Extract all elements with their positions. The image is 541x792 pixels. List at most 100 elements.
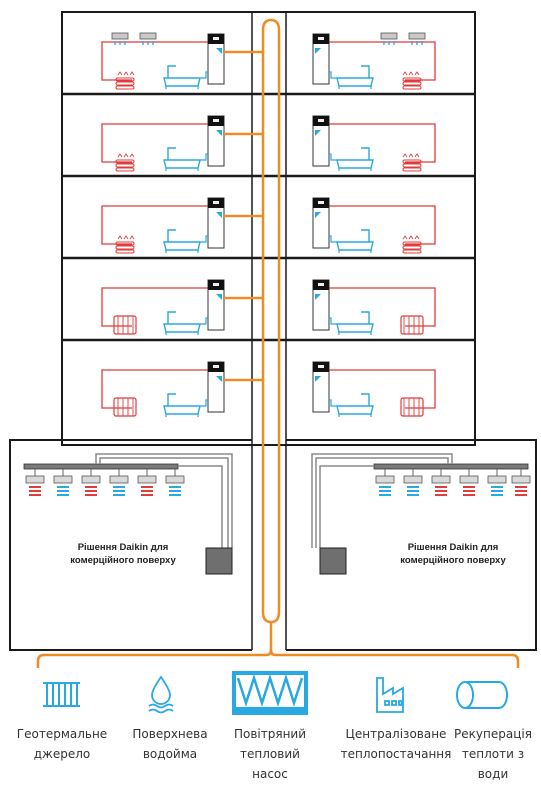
source-label-line: Повітряний <box>233 727 307 741</box>
commercial-floor-right <box>311 453 531 575</box>
cassette-unit-icon <box>25 469 45 496</box>
cassette-unit-icon <box>459 469 479 496</box>
bathtub-icon <box>163 241 201 251</box>
bathtub-icon <box>163 405 201 415</box>
factory-icon <box>376 677 404 713</box>
source-label-line: теплоти з <box>461 747 525 761</box>
cassette-unit-icon <box>53 469 73 496</box>
shower-icon <box>361 65 370 78</box>
residential-floors <box>101 32 436 417</box>
heating-pipe <box>329 123 436 163</box>
underfloor-heating-icon <box>115 71 135 90</box>
underfloor-heating-icon <box>402 71 422 90</box>
shower-icon <box>361 393 370 406</box>
bathtub-icon <box>163 77 201 87</box>
source-label-line: теплопостачання <box>340 747 452 761</box>
heating-pipe <box>101 205 208 245</box>
floor-unit-left <box>101 361 225 417</box>
underfloor-heating-icon <box>402 153 422 172</box>
source-label-line: Рекуперація <box>454 727 532 741</box>
cassette-unit-icon <box>137 469 157 496</box>
cassette-unit-icon <box>165 469 185 496</box>
source-label-district-heating: Централізоване теплопостачання <box>340 724 452 764</box>
heating-pipe <box>101 369 208 409</box>
commercial-label-line: комерційного поверху <box>400 555 506 566</box>
ceiling-cassette-icon <box>408 32 426 45</box>
shower-icon <box>167 393 176 406</box>
radiator-icon <box>113 315 137 335</box>
heating-pipe <box>101 287 208 327</box>
ceiling-cassette-icon <box>111 32 129 45</box>
cassette-unit-icon <box>81 469 101 496</box>
outdoor-unit <box>205 547 233 575</box>
floor-unit-left <box>101 115 225 172</box>
refrigerant-header <box>23 463 179 470</box>
bathtub-icon <box>336 77 374 87</box>
shower-icon <box>167 147 176 160</box>
commercial-label-line: комерційного поверху <box>70 555 176 566</box>
radiator-icon <box>43 682 80 707</box>
cassette-unit-icon <box>375 469 395 496</box>
underfloor-heating-icon <box>402 235 422 254</box>
radiator-icon <box>400 397 424 417</box>
source-label-surface-water: Поверхнева водойма <box>122 724 218 764</box>
source-label-line: тепловий <box>240 747 300 761</box>
source-label-line: Поверхнева <box>132 727 208 741</box>
source-label-water-heat-recovery: Рекуперація теплоти з води <box>448 724 538 784</box>
outdoor-unit <box>319 547 347 575</box>
shower-icon <box>167 229 176 242</box>
cassette-unit-icon <box>403 469 423 496</box>
heating-pipe <box>101 41 208 81</box>
ceiling-cassette-icon <box>139 32 157 45</box>
floor-unit-right <box>312 279 436 335</box>
cassette-unit-icon <box>109 469 129 496</box>
pipe-cylinder-icon <box>456 681 508 709</box>
bathtub-icon <box>163 323 201 333</box>
cassette-units-right <box>375 469 531 496</box>
water-drop-icon <box>148 675 174 714</box>
radiator-icon <box>113 397 137 417</box>
floor-unit-right <box>312 361 436 417</box>
bathtub-icon <box>336 241 374 251</box>
air-heat-pump-icon <box>232 671 308 715</box>
refrigerant-header <box>373 463 529 470</box>
heating-pipe <box>329 41 436 81</box>
ceiling-cassette-icon <box>380 32 398 45</box>
source-label-line: джерело <box>33 747 91 761</box>
source-label-geothermal: Геотермальне джерело <box>14 724 110 764</box>
cassette-unit-icon <box>487 469 507 496</box>
shower-icon <box>361 147 370 160</box>
shower-icon <box>167 65 176 78</box>
bathtub-icon <box>336 159 374 169</box>
bathtub-icon <box>163 159 201 169</box>
shower-icon <box>361 229 370 242</box>
floor-unit-right <box>312 197 436 254</box>
heating-pipe <box>101 123 208 163</box>
heating-pipe <box>329 205 436 245</box>
source-label-air-heat-pump: Повітряний тепловий насос <box>222 724 318 784</box>
water-loop <box>36 18 520 668</box>
commercial-floor-left <box>23 453 233 575</box>
cassette-unit-icon <box>511 469 531 496</box>
radiator-icon <box>400 315 424 335</box>
commercial-label-line: Рішення Daikin для <box>407 542 499 553</box>
floor-unit-right <box>312 32 436 90</box>
floor-unit-right <box>312 115 436 172</box>
building-frame <box>9 11 537 651</box>
shower-icon <box>361 311 370 324</box>
commercial-label-right: Рішення Daikin для комерційного поверху <box>378 541 528 567</box>
bathtub-icon <box>336 323 374 333</box>
floor-unit-left <box>101 32 225 90</box>
source-label-line: водойма <box>142 747 198 761</box>
heating-pipe <box>329 369 436 409</box>
heating-pipe <box>329 287 436 327</box>
underfloor-heating-icon <box>115 153 135 172</box>
cassette-unit-icon <box>431 469 451 496</box>
source-label-line: Централізоване <box>345 727 447 741</box>
floor-unit-left <box>101 279 225 335</box>
commercial-label-line: Рішення Daikin для <box>77 542 169 553</box>
commercial-label-left: Рішення Daikin для комерційного поверху <box>48 541 198 567</box>
source-label-line: насос <box>252 767 288 781</box>
cassette-units-left <box>25 469 185 496</box>
